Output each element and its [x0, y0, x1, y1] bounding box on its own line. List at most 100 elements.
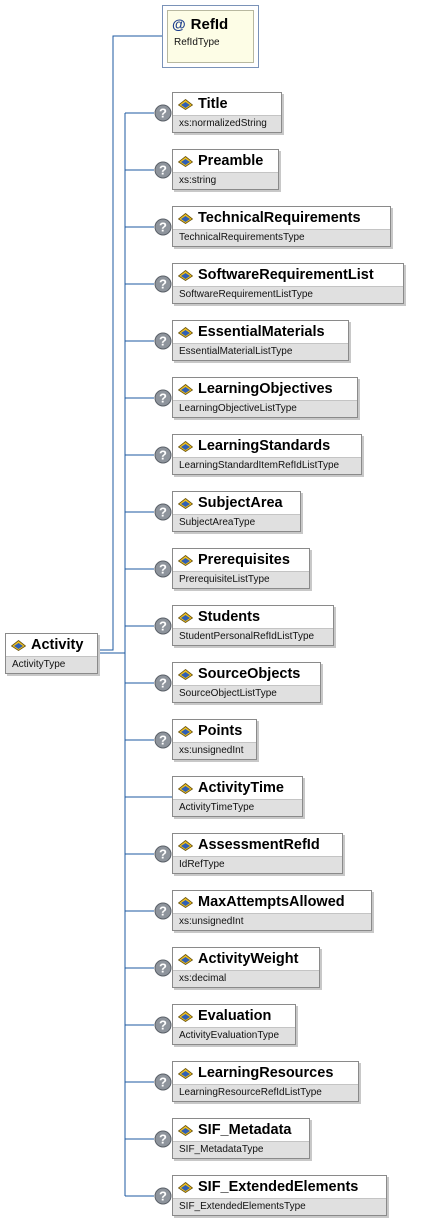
optional-marker-text: ?	[159, 448, 167, 463]
element-name: SIF_Metadata	[173, 1119, 309, 1141]
element-name: Prerequisites	[173, 549, 309, 571]
element-name: Points	[173, 720, 256, 742]
element-icon	[178, 212, 193, 224]
element-points[interactable]: Points xs:unsignedInt	[172, 719, 257, 760]
optional-icon: ?	[154, 731, 172, 749]
attribute-name-label: RefId	[190, 15, 229, 33]
element-icon	[178, 896, 193, 908]
element-icon	[178, 155, 193, 167]
root-element-name-label: Activity	[31, 637, 84, 653]
element-type-label: xs:unsignedInt	[173, 742, 256, 759]
optional-marker-text: ?	[159, 163, 167, 178]
element-icon	[178, 554, 193, 566]
optional-icon: ?	[154, 1073, 172, 1091]
element-name-label: SoftwareRequirementList	[198, 267, 374, 283]
optional-icon: ?	[154, 959, 172, 977]
optional-icon: ?	[154, 902, 172, 920]
element-name-label: SubjectArea	[198, 495, 283, 511]
element-name-label: TechnicalRequirements	[198, 210, 361, 226]
optional-icon: ?	[154, 1016, 172, 1034]
root-element-name: Activity	[6, 634, 97, 656]
element-type-label: LearningObjectiveListType	[173, 400, 357, 417]
root-element-activity[interactable]: Activity ActivityType	[5, 633, 98, 674]
optional-icon: ?	[154, 218, 172, 236]
optional-marker-text: ?	[159, 1189, 167, 1204]
element-icon	[178, 497, 193, 509]
element-type-label: SIF_ExtendedElementsType	[173, 1198, 386, 1215]
element-name-label: SIF_Metadata	[198, 1122, 292, 1138]
element-type-label: PrerequisiteListType	[173, 571, 309, 588]
optional-icon: ?	[154, 275, 172, 293]
element-type-label: xs:unsignedInt	[173, 913, 371, 930]
optional-icon: ?	[154, 1130, 172, 1148]
element-name: EssentialMaterials	[173, 321, 348, 343]
element-type-label: xs:normalizedString	[173, 115, 281, 132]
element-icon	[178, 98, 193, 110]
element-type-label: LearningStandardItemRefIdListType	[173, 457, 361, 474]
optional-marker-text: ?	[159, 106, 167, 121]
element-name: SoftwareRequirementList	[173, 264, 403, 286]
attribute-refid-node[interactable]: @ RefId RefIdType	[162, 5, 259, 68]
element-name-label: Preamble	[198, 153, 264, 169]
element-type-label: SoftwareRequirementListType	[173, 286, 403, 303]
optional-marker-text: ?	[159, 505, 167, 520]
element-type-label: TechnicalRequirementsType	[173, 229, 390, 246]
element-name-label: Prerequisites	[198, 552, 290, 568]
element-icon	[178, 1067, 193, 1079]
element-name: LearningStandards	[173, 435, 361, 457]
element-name: ActivityTime	[173, 777, 302, 799]
element-icon	[178, 668, 193, 680]
root-element-type-label: ActivityType	[6, 656, 97, 673]
optional-marker-text: ?	[159, 334, 167, 349]
optional-marker-text: ?	[159, 1075, 167, 1090]
optional-marker-text: ?	[159, 277, 167, 292]
element-name: Title	[173, 93, 281, 115]
element-maxattemptsallowed[interactable]: MaxAttemptsAllowed xs:unsignedInt	[172, 890, 372, 931]
optional-icon: ?	[154, 617, 172, 635]
element-name-label: MaxAttemptsAllowed	[198, 894, 345, 910]
element-type-label: xs:decimal	[173, 970, 319, 987]
element-name: Students	[173, 606, 333, 628]
optional-icon: ?	[154, 560, 172, 578]
element-name-label: LearningStandards	[198, 438, 331, 454]
element-icon	[178, 1010, 193, 1022]
optional-marker-text: ?	[159, 562, 167, 577]
attribute-refid-inner: @ RefId RefIdType	[167, 10, 254, 63]
element-name: Evaluation	[173, 1005, 295, 1027]
optional-marker-text: ?	[159, 676, 167, 691]
element-type-label: SourceObjectListType	[173, 685, 320, 702]
optional-icon: ?	[154, 389, 172, 407]
optional-icon: ?	[154, 446, 172, 464]
element-icon	[178, 326, 193, 338]
element-name-label: LearningObjectives	[198, 381, 333, 397]
attribute-name: @ RefId	[168, 11, 253, 37]
element-name: SIF_ExtendedElements	[173, 1176, 386, 1198]
element-type-label: SubjectAreaType	[173, 514, 300, 531]
element-icon	[178, 782, 193, 794]
element-name-label: ActivityWeight	[198, 951, 299, 967]
element-name: LearningResources	[173, 1062, 358, 1084]
element-name-label: Evaluation	[198, 1008, 272, 1024]
element-icon	[178, 383, 193, 395]
element-name-label: Points	[198, 723, 243, 739]
element-icon	[178, 1124, 193, 1136]
element-activityweight[interactable]: ActivityWeight xs:decimal	[172, 947, 320, 988]
